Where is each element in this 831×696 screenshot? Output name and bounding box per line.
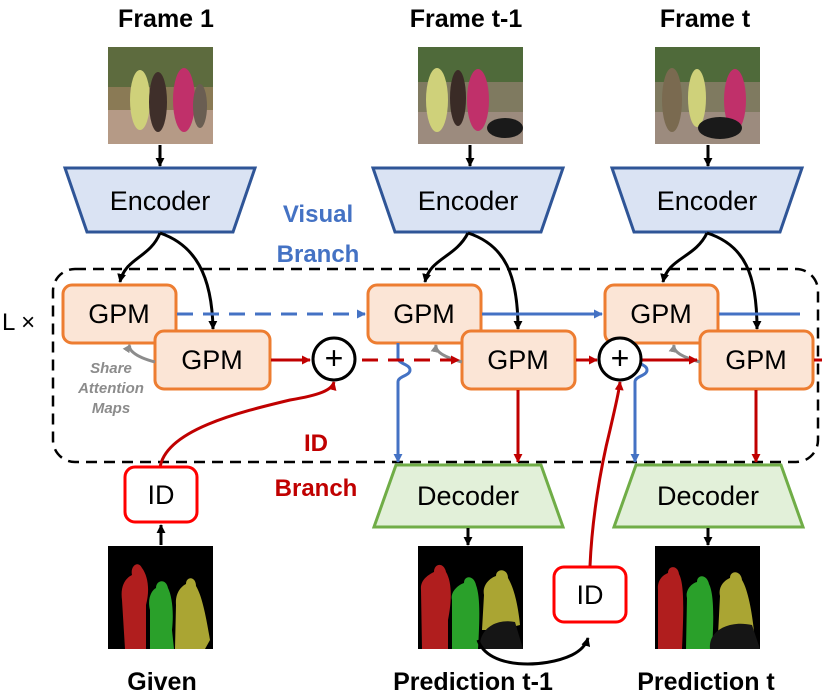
layer-box <box>51 267 820 464</box>
gpm-t-top-label: GPM <box>630 299 692 329</box>
encoder-t: Encoder <box>609 166 805 234</box>
arrow-encprev-gpm-bottom <box>467 231 523 330</box>
arrow-enct-gpm-bottom <box>706 231 762 330</box>
add-circle-1-symbol: + <box>325 340 344 376</box>
gpm-prev-bottom-label: GPM <box>487 345 549 375</box>
encoder-1: Encoder <box>62 166 258 234</box>
gpm-prev-top-label: GPM <box>393 299 455 329</box>
decoder-prev: Decoder <box>371 463 566 529</box>
frame-prev-image <box>418 47 523 144</box>
decoder-t: Decoder <box>611 463 806 529</box>
add-circle-1: + <box>311 336 357 382</box>
add-circle-2-symbol: + <box>611 340 630 376</box>
decoder-t-label: Decoder <box>657 481 759 511</box>
pred-t-label: Prediction t <box>637 668 775 696</box>
arrow-pred-prev-id <box>476 637 591 666</box>
decoder-prev-label: Decoder <box>417 481 519 511</box>
share-label-line2: Attention <box>77 380 144 397</box>
given-mask-image <box>108 546 213 649</box>
gpm-1-bottom-label: GPM <box>181 345 243 375</box>
arrow-encprev-gpm-top <box>422 232 470 283</box>
frame1-image <box>108 47 213 144</box>
frame-t-title: Frame t <box>660 5 751 33</box>
arrow-enc1-gpm-bottom <box>159 231 218 330</box>
gpm-prev-top: GPM <box>366 283 483 345</box>
id-box-given: ID <box>123 465 199 524</box>
gpm-t-bottom: GPM <box>698 329 815 391</box>
pred-prev-mask-image <box>418 546 523 649</box>
id-box-given-label: ID <box>148 480 175 510</box>
share-arrow-1 <box>122 344 156 364</box>
id-branch-label-line1: ID <box>304 430 328 457</box>
add-circle-2: + <box>597 336 643 382</box>
layers-label: L × <box>2 309 35 336</box>
gpm-1-bottom: GPM <box>153 329 272 391</box>
id-arrow-given-add <box>158 381 337 469</box>
id-box-pred-label: ID <box>577 580 604 610</box>
arrow-enc1-gpm-top <box>117 232 162 283</box>
gpm-t-top: GPM <box>603 283 720 345</box>
id-arrow-pred-add <box>588 381 624 567</box>
gpm-prev-bottom: GPM <box>460 329 577 391</box>
id-box-pred: ID <box>552 565 628 624</box>
arrow-enct-gpm-top <box>660 232 709 283</box>
given-label: Given <box>127 668 196 696</box>
visual-branch-label-line1: Visual <box>283 201 353 228</box>
encoder-prev-label: Encoder <box>418 186 519 216</box>
gpm-1-top: GPM <box>61 283 178 345</box>
frame-prev-title: Frame t-1 <box>410 5 523 33</box>
frame-t-image <box>655 47 760 144</box>
gpm-1-top-label: GPM <box>88 299 150 329</box>
gpm-t-bottom-label: GPM <box>725 345 787 375</box>
visual-branch-label-line2: Branch <box>277 241 360 268</box>
encoder-1-label: Encoder <box>110 186 211 216</box>
encoder-t-label: Encoder <box>657 186 758 216</box>
share-label-line3: Maps <box>92 400 130 417</box>
id-branch-label-line2: Branch <box>275 475 358 502</box>
pred-prev-label: Prediction t-1 <box>393 668 553 696</box>
pred-t-mask-image <box>655 546 760 649</box>
frame1-title: Frame 1 <box>118 5 214 33</box>
share-label-line1: Share <box>90 360 132 377</box>
encoder-prev: Encoder <box>370 166 566 234</box>
